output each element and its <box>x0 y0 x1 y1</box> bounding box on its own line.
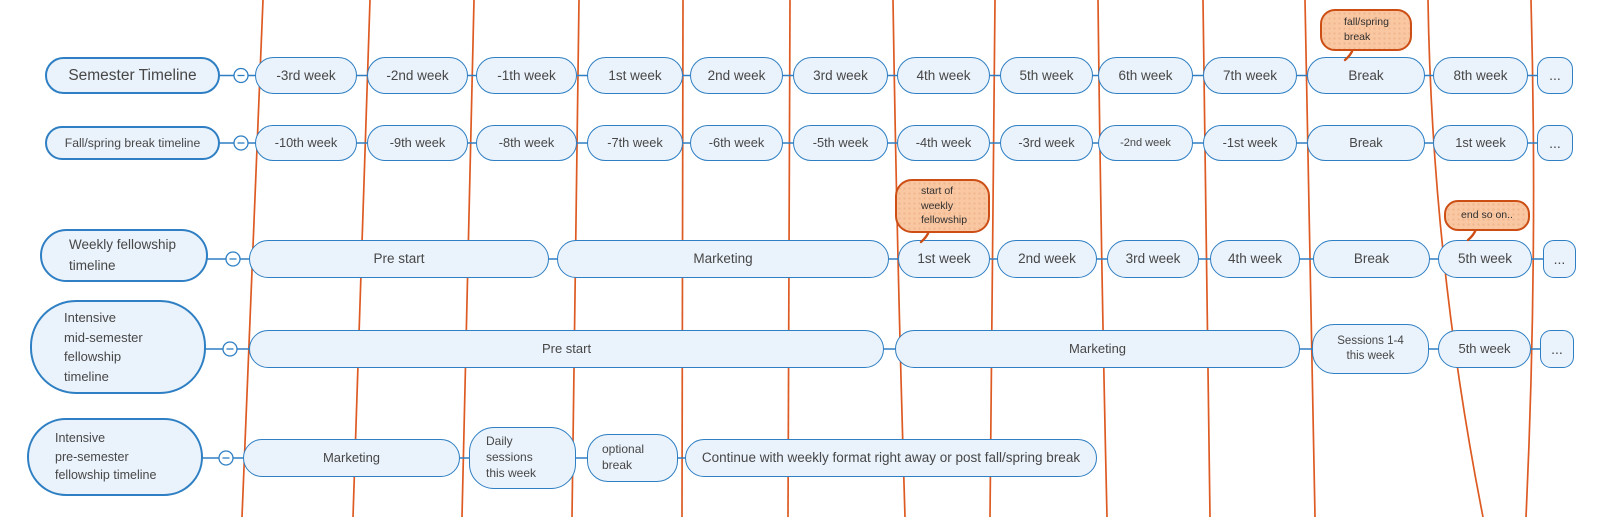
timeline-node[interactable]: 5th week <box>1438 240 1532 278</box>
timeline-node[interactable]: Break <box>1313 240 1430 278</box>
timeline-node[interactable]: -2nd week <box>1098 125 1193 161</box>
timeline-node[interactable]: -10th week <box>255 125 357 161</box>
timeline-node[interactable]: 8th week <box>1433 57 1528 94</box>
callout-bubble[interactable]: start of weekly fellowship <box>895 179 990 233</box>
collapse-button[interactable] <box>222 341 238 357</box>
timeline-node[interactable]: -4th week <box>897 125 990 161</box>
collapse-button[interactable] <box>233 67 249 84</box>
timeline-node[interactable]: 5th week <box>1438 330 1531 368</box>
timeline-node[interactable]: -5th week <box>793 125 888 161</box>
timeline-node[interactable]: Sessions 1-4 this week <box>1312 324 1429 374</box>
timeline-node[interactable]: optional break <box>587 434 678 482</box>
timeline-node[interactable]: Pre start <box>249 240 549 278</box>
timeline-node[interactable]: -7th week <box>587 125 683 161</box>
timeline-node[interactable]: -3rd week <box>1000 125 1093 161</box>
timeline-node[interactable]: 1st week <box>587 57 683 94</box>
timeline-node[interactable]: 5th week <box>1000 57 1093 94</box>
branch-root-node-semester-timeline[interactable]: Semester Timeline <box>45 57 220 94</box>
timeline-node[interactable]: 2nd week <box>997 240 1097 278</box>
timeline-node[interactable]: -9th week <box>367 125 468 161</box>
timeline-node[interactable]: 1st week <box>1433 125 1528 161</box>
timeline-node[interactable]: 6th week <box>1098 57 1193 94</box>
timeline-node[interactable]: -2nd week <box>367 57 468 94</box>
collapse-button[interactable] <box>225 251 241 267</box>
timeline-node[interactable]: ... <box>1537 57 1573 94</box>
timeline-node[interactable]: -1th week <box>476 57 577 94</box>
timeline-node[interactable]: -1st week <box>1203 125 1297 161</box>
timeline-node[interactable]: 2nd week <box>690 57 783 94</box>
timeline-node[interactable]: -8th week <box>476 125 577 161</box>
timeline-node[interactable]: Break <box>1307 125 1425 161</box>
timeline-node[interactable]: -6th week <box>690 125 783 161</box>
branch-root-node-intensive-mid-semester-fellowship-timeline[interactable]: Intensive mid-semester fellowship timeli… <box>30 300 206 394</box>
branch-root-node-weekly-fellowship-timeline[interactable]: Weekly fellowship timeline <box>40 229 208 282</box>
callout-bubble[interactable]: end so on.. <box>1444 200 1530 231</box>
timeline-node[interactable]: Pre start <box>249 330 884 368</box>
timeline-node[interactable]: 7th week <box>1203 57 1297 94</box>
timeline-node[interactable]: Break <box>1307 57 1425 94</box>
timeline-node[interactable]: ... <box>1543 240 1576 278</box>
timeline-node[interactable]: Marketing <box>895 330 1300 368</box>
timeline-node[interactable]: 1st week <box>898 240 990 278</box>
timeline-node[interactable]: 4th week <box>1210 240 1300 278</box>
timeline-node[interactable]: ... <box>1537 125 1573 161</box>
timeline-node[interactable]: 3rd week <box>793 57 888 94</box>
timeline-node[interactable]: Marketing <box>243 439 460 477</box>
timeline-node[interactable]: 3rd week <box>1107 240 1199 278</box>
timeline-node[interactable]: 4th week <box>897 57 990 94</box>
timeline-node[interactable]: Continue with weekly format right away o… <box>685 439 1097 477</box>
timeline-node[interactable]: Daily sessions this week <box>469 427 576 489</box>
timeline-node[interactable]: -3rd week <box>255 57 357 94</box>
callout-bubble[interactable]: fall/spring break <box>1320 9 1412 51</box>
branch-root-node-intensive-pre-semester-fellowship-timeline[interactable]: Intensive pre-semester fellowship timeli… <box>27 418 203 496</box>
branch-root-node-fall-spring-break-timeline[interactable]: Fall/spring break timeline <box>45 126 220 160</box>
collapse-button[interactable] <box>233 135 249 151</box>
timeline-node[interactable]: ... <box>1540 330 1574 368</box>
timeline-node[interactable]: Marketing <box>557 240 889 278</box>
collapse-button[interactable] <box>218 450 234 466</box>
